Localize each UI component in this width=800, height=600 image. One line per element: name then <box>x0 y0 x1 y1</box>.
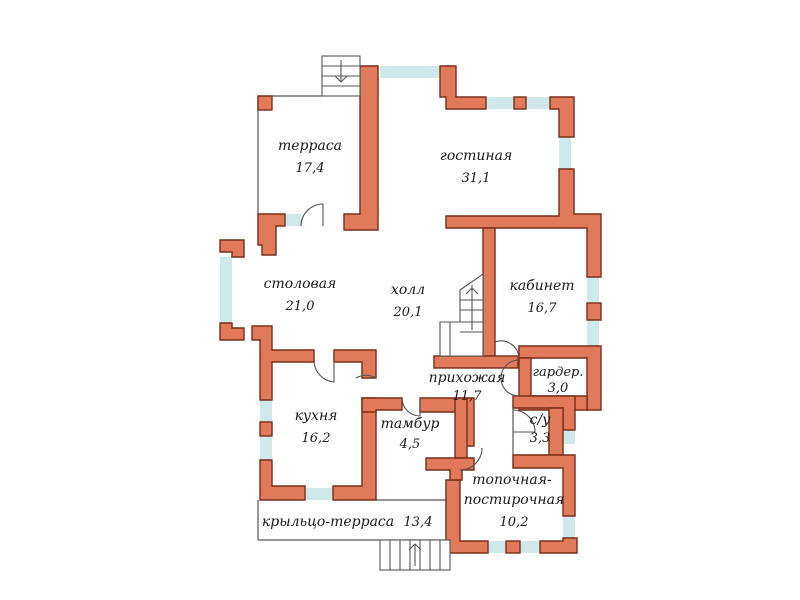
room-area-boiler: 10,2 <box>500 515 529 530</box>
window-living-right-top <box>486 97 514 109</box>
door-boiler[interactable] <box>459 447 483 471</box>
room-name-hall: холл <box>391 282 425 298</box>
wall-terrace-living <box>343 65 379 231</box>
window-living-right-top-2 <box>526 97 550 109</box>
window-kitchen-left-2 <box>260 436 272 460</box>
room-area-wc: 3,3 <box>530 431 551 446</box>
wall-wc-bottom <box>512 454 576 517</box>
window-dining-top <box>285 214 301 226</box>
wall-kitchen-hall <box>333 349 377 379</box>
window-living-right <box>559 137 571 169</box>
wall-wc-right <box>548 407 564 456</box>
door-kitchen[interactable] <box>313 361 335 383</box>
window-kitchen-left <box>260 400 272 422</box>
wall-tambour-top <box>361 397 403 413</box>
room-area-living: 31,1 <box>462 171 491 186</box>
window-kitchen-bottom <box>305 488 333 500</box>
window-study-right-2 <box>587 320 599 346</box>
room-area-hall: 20,1 <box>393 305 423 320</box>
wall-living-corner <box>549 96 575 138</box>
room-name-study: кабинет <box>509 278 574 294</box>
wall-living-top <box>439 65 487 110</box>
wall-boiler-corner <box>539 537 578 554</box>
room-name-boiler-2: постирочная <box>464 492 565 508</box>
room-name-vestibule: тамбур <box>381 416 440 432</box>
terrace-outline <box>257 95 322 214</box>
room-area-wardrobe: 3,0 <box>548 381 569 396</box>
door-wardrobe[interactable] <box>500 359 520 397</box>
room-area-terrace: 17,4 <box>296 161 325 176</box>
room-name-dining: столовая <box>264 276 337 292</box>
door-tambour[interactable] <box>401 397 421 417</box>
door-study[interactable] <box>494 340 520 359</box>
window-dining-left <box>220 257 232 323</box>
wall-tambour-bottom <box>425 457 475 481</box>
wall-living-pier <box>513 96 527 110</box>
room-name-porch: крыльцо-терраса <box>262 514 394 530</box>
door-terrace[interactable] <box>300 203 324 227</box>
stairs-interior[interactable] <box>439 272 484 357</box>
window-boiler-bottom <box>488 541 506 553</box>
wall-kitchen-pier <box>259 421 273 437</box>
room-name-wardrobe: гардер. <box>532 365 583 380</box>
windows <box>220 66 599 553</box>
wall-dining-top-left <box>257 213 286 256</box>
door-hall-kitchen[interactable] <box>355 374 377 379</box>
wall-tambour-mid <box>454 397 468 459</box>
wall-kitchen-corner <box>259 459 306 501</box>
window-wc-right <box>563 430 575 444</box>
doors <box>300 203 536 471</box>
room-area-study: 16,7 <box>528 301 558 316</box>
window-study-right <box>587 277 599 303</box>
room-area-vestibule: 4,5 <box>399 437 421 452</box>
room-name-wc: с/у <box>530 412 552 428</box>
room-area-kitchen: 16,2 <box>302 431 331 446</box>
room-name-boiler-1: топочная- <box>472 472 552 488</box>
room-name-terrace: терраса <box>278 138 342 154</box>
wall-boiler-pier <box>505 540 521 554</box>
door-wc[interactable] <box>512 409 536 433</box>
wall-terrace-corner <box>257 95 273 111</box>
room-area-dining: 21,0 <box>285 299 315 314</box>
room-name-entry: прихожая <box>429 370 506 386</box>
walls <box>219 65 602 554</box>
wall-kitchen-right <box>332 397 377 501</box>
room-labels: терраса 17,4 гостиная 31,1 столовая 21,0… <box>262 138 584 530</box>
room-area-entry: 11,7 <box>453 389 483 404</box>
wall-dining-corner-top <box>219 239 245 258</box>
room-name-kitchen: кухня <box>295 408 338 424</box>
stairs <box>321 55 484 571</box>
wall-study-pier <box>586 302 602 321</box>
window-boiler-right <box>563 516 575 538</box>
wall-dining-kitchen <box>251 325 315 401</box>
room-area-porch: 13,4 <box>404 515 433 530</box>
wall-hall-study <box>482 227 496 357</box>
wall-living-study <box>445 168 602 278</box>
window-boiler-bottom-2 <box>520 541 540 553</box>
wall-boiler-left <box>445 479 489 554</box>
room-name-living: гостиная <box>440 148 512 164</box>
wall-dining-corner-bottom <box>219 322 245 341</box>
window-living-top <box>380 66 440 78</box>
